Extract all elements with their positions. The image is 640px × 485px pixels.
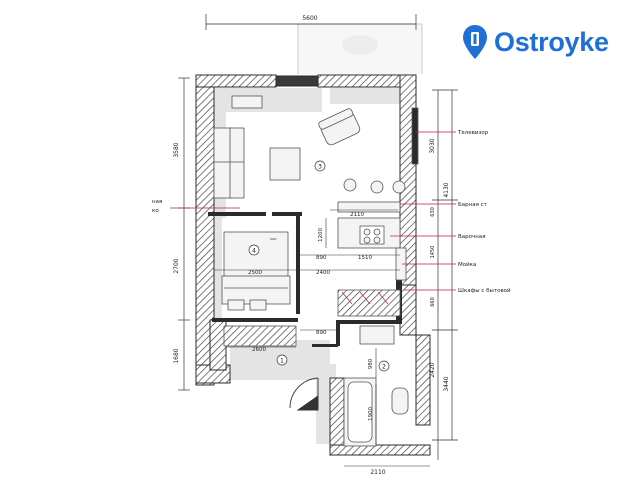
top-dimension-line <box>205 14 417 30</box>
dim-660: 660 <box>430 297 436 307</box>
dim-2500: 2500 <box>248 270 262 276</box>
bedroom-furniture <box>221 231 297 347</box>
left-dim-2: 2700 <box>173 258 180 273</box>
dim-1510: 1510 <box>358 255 372 261</box>
callout-tv: Телевизор <box>457 130 489 136</box>
dim-bar-2110: 2110 <box>350 212 364 218</box>
dim-980: 980 <box>368 358 374 369</box>
callout-cooktop: Варочная <box>458 234 486 240</box>
room-marker-1: 1 <box>276 354 288 366</box>
dim-630: 630 <box>430 207 436 217</box>
room-marker-4: 4 <box>248 244 260 256</box>
svg-text:1: 1 <box>280 357 284 365</box>
dim-2400: 2400 <box>316 270 330 276</box>
left-dim-1: 3580 <box>173 142 180 157</box>
dim-1900: 1900 <box>368 407 374 421</box>
svg-text:3: 3 <box>318 163 322 171</box>
right-dim-4: 3440 <box>443 376 450 391</box>
bathroom-fixtures <box>343 325 409 447</box>
right-dim-3: 2420 <box>429 362 436 377</box>
callout-left-1: ная <box>152 199 162 205</box>
entrance-door-icon <box>289 377 319 411</box>
callout-sink: Мойка <box>458 261 476 268</box>
bed-label: кор <box>270 237 277 241</box>
svg-text:2: 2 <box>382 363 386 371</box>
brand-logo: Ostroyke <box>462 18 637 66</box>
dim-bottom-2110: 2110 <box>370 469 385 476</box>
dim-1200: 1200 <box>318 228 324 242</box>
left-dimension-lines <box>178 77 190 391</box>
dim-2600: 2600 <box>252 347 266 353</box>
room-marker-3: 3 <box>314 160 326 172</box>
room-marker-2: 2 <box>378 360 390 372</box>
callout-bar: Барная ст <box>458 202 488 208</box>
dim-890-upper: 890 <box>316 255 327 261</box>
armchair-icon <box>318 108 361 146</box>
left-dim-3: 1680 <box>173 348 180 363</box>
top-dimension-label: 5600 <box>302 15 317 22</box>
balcony-area <box>297 23 423 74</box>
brand-name: Ostroyke <box>494 26 609 57</box>
right-callout-leaders <box>341 131 456 305</box>
inner-dimension-lines <box>214 209 430 467</box>
dim-1450: 1450 <box>430 246 436 259</box>
dim-890-lower: 890 <box>316 330 327 336</box>
callout-left-2: ко <box>152 208 159 214</box>
living-room-furniture <box>213 95 419 199</box>
callout-cabinets: Шкафы с бытовой <box>458 287 511 294</box>
kitchen-units <box>337 201 407 317</box>
map-pin-logo-icon <box>463 25 487 59</box>
right-dim-2: 4130 <box>443 182 450 197</box>
right-dimension-lines <box>432 89 458 460</box>
svg-text:4: 4 <box>252 247 256 255</box>
right-dim-1: 3030 <box>429 138 436 153</box>
